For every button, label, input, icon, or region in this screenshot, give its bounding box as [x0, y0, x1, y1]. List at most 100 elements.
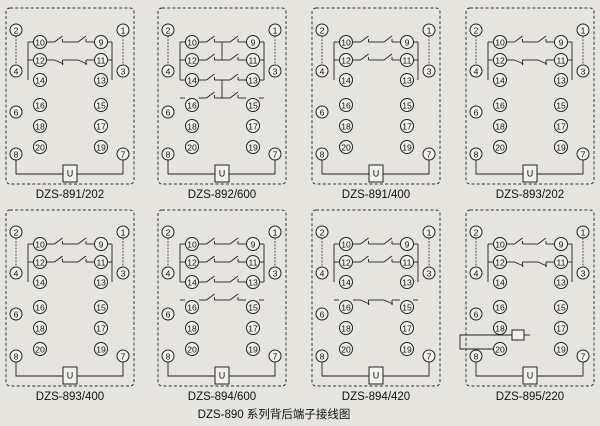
contact-blade — [206, 237, 215, 245]
terminal-number: 20 — [35, 142, 45, 152]
terminal-number: 10 — [187, 37, 197, 47]
supply-wire-left — [475, 362, 523, 377]
contact-blade — [54, 35, 63, 43]
terminal-number: 3 — [121, 268, 126, 278]
terminal — [422, 147, 436, 161]
terminal — [268, 225, 282, 239]
contact-blade — [77, 35, 87, 43]
contact-blade — [383, 53, 393, 61]
terminal — [493, 237, 507, 251]
terminal — [469, 147, 483, 161]
model-label: DZS-891/400 — [342, 189, 410, 201]
terminal — [422, 266, 436, 280]
contact-blade — [206, 255, 215, 263]
terminal — [33, 53, 47, 67]
terminal-number: 2 — [474, 25, 479, 35]
terminal-number: 7 — [273, 351, 278, 361]
relay-contact — [222, 73, 246, 81]
terminal — [400, 321, 414, 335]
terminal-number: 7 — [121, 351, 126, 361]
terminal-number: 12 — [35, 257, 45, 267]
relay-contact — [376, 35, 400, 43]
relay-contact — [47, 255, 70, 263]
terminal — [315, 307, 329, 321]
terminal — [576, 147, 590, 161]
terminal — [554, 275, 568, 289]
supply-wire-left — [475, 160, 523, 175]
relay-contact — [199, 275, 222, 283]
terminal — [268, 349, 282, 363]
terminal-number: 12 — [35, 55, 45, 65]
terminal — [33, 275, 47, 289]
supply-wire-right — [77, 160, 124, 175]
terminal-number: 2 — [14, 227, 19, 237]
terminal-number: 1 — [581, 25, 586, 35]
terminal-number: 20 — [341, 344, 351, 354]
terminal-number: 13 — [96, 277, 106, 287]
terminal — [339, 255, 353, 269]
terminal-number: 9 — [405, 37, 410, 47]
contact-blade — [360, 53, 369, 61]
relay-contact — [222, 293, 246, 301]
terminal — [9, 349, 23, 363]
terminal-number: 17 — [248, 323, 258, 333]
coil-box — [214, 164, 230, 183]
terminal-number: 3 — [121, 66, 126, 76]
figure-caption: DZS-890 系列背后端子接线图 — [198, 407, 351, 421]
supply-wire-left — [321, 362, 369, 377]
terminal — [315, 105, 329, 119]
terminal-number: 4 — [14, 268, 19, 278]
contact-blade — [383, 299, 394, 305]
terminal-number: 15 — [402, 100, 412, 110]
terminal — [554, 119, 568, 133]
model-label: DZS-893/400 — [36, 391, 104, 403]
terminal — [161, 349, 175, 363]
contact-blade — [537, 59, 548, 65]
terminal — [493, 255, 507, 269]
terminal-number: 12 — [341, 257, 351, 267]
supply-wire-left — [167, 160, 215, 175]
supply-wire-right — [537, 362, 584, 377]
terminal — [9, 23, 23, 37]
supply-wire-left — [321, 160, 369, 175]
terminal — [576, 23, 590, 37]
terminal — [315, 64, 329, 78]
supply-wire-right — [229, 362, 276, 377]
contact-blade — [360, 35, 369, 43]
terminal-number: 18 — [495, 121, 505, 131]
terminal — [185, 255, 199, 269]
contact-blade — [537, 35, 547, 43]
terminal — [94, 53, 108, 67]
terminal — [422, 225, 436, 239]
terminal — [576, 349, 590, 363]
terminal — [493, 321, 507, 335]
terminal — [246, 119, 260, 133]
terminal — [339, 98, 353, 112]
terminal — [185, 119, 199, 133]
terminal-number: 15 — [248, 100, 258, 110]
terminal — [339, 342, 353, 356]
relay-contact — [222, 35, 246, 43]
terminal-number: 8 — [474, 351, 479, 361]
relay-contact — [70, 59, 94, 65]
terminal — [246, 73, 260, 87]
coil-label: U — [527, 169, 534, 179]
terminal — [400, 73, 414, 87]
terminal-number: 10 — [187, 239, 197, 249]
terminal-number: 14 — [341, 277, 351, 287]
terminal — [315, 225, 329, 239]
panel-border — [465, 209, 595, 387]
terminal-number: 9 — [99, 37, 104, 47]
terminal-number: 16 — [495, 100, 505, 110]
model-label: DZS-895/220 — [496, 391, 564, 403]
terminal-number: 9 — [251, 37, 256, 47]
terminal — [185, 140, 199, 154]
terminal — [185, 321, 199, 335]
terminal-number: 14 — [35, 277, 45, 287]
terminal — [554, 35, 568, 49]
relay-panel: U210124146161820891111331517197DZS-894/6… — [157, 209, 287, 403]
terminal — [400, 35, 414, 49]
terminal — [94, 98, 108, 112]
terminal — [94, 119, 108, 133]
